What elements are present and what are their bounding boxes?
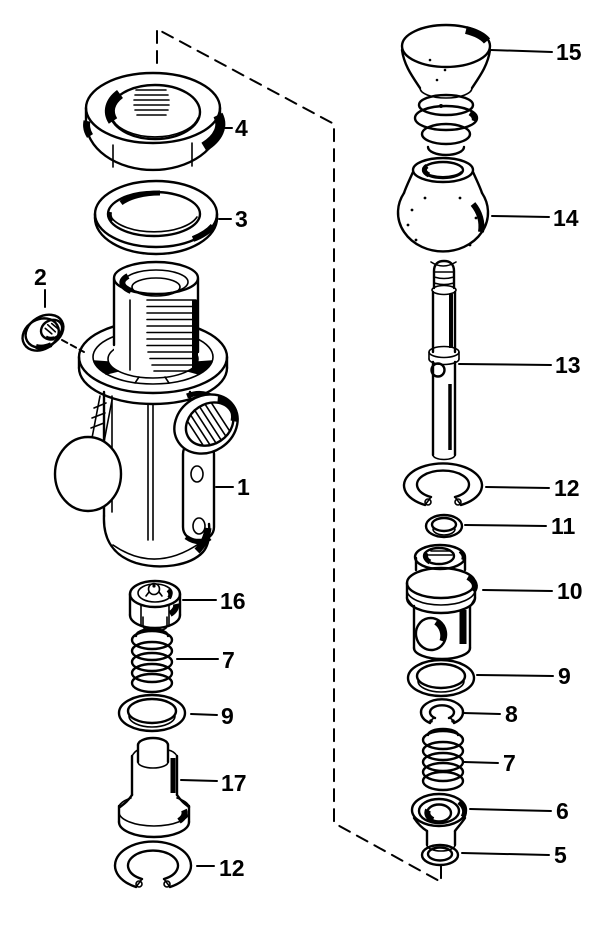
part-valve-body — [53, 260, 239, 568]
callout-label-6: 6 — [556, 798, 569, 824]
callout-label-8: 8 — [505, 701, 518, 727]
part-o-ring-left — [117, 693, 187, 733]
part-boot — [396, 156, 490, 267]
callout-label-12-right: 12 — [554, 475, 580, 501]
part-snap-ring-right — [402, 462, 484, 507]
part-valve-spool — [405, 543, 478, 661]
callout-label-12-left: 12 — [219, 855, 245, 881]
leader-17 — [180, 779, 218, 782]
part-washer-small — [420, 843, 460, 867]
part-cup-seal — [410, 792, 468, 852]
callout-label-17: 17 — [221, 770, 247, 796]
part-knob — [400, 23, 492, 157]
callout-label-5: 5 — [554, 842, 567, 868]
callout-label-9-right: 9 — [558, 663, 571, 689]
part-snap-ring-left — [113, 840, 193, 889]
part-spring-right — [421, 727, 465, 792]
callout-label-14: 14 — [553, 205, 579, 231]
callout-label-13: 13 — [555, 352, 581, 378]
callout-label-9-left: 9 — [221, 703, 234, 729]
callout-label-2: 2 — [34, 264, 47, 290]
leader-14 — [491, 215, 550, 218]
part-o-ring-small — [424, 513, 464, 539]
callout-label-1: 1 — [237, 474, 250, 500]
callout-leader-lines — [176, 49, 554, 867]
callout-label-10: 10 — [557, 578, 583, 604]
leader-10 — [482, 589, 553, 592]
leader-13 — [458, 363, 552, 366]
part-grommet-seal — [21, 313, 65, 352]
leader-15 — [490, 49, 553, 53]
part-stem-rod — [428, 259, 460, 461]
leader-5 — [461, 852, 550, 856]
leader-11 — [464, 524, 547, 527]
part-plunger — [117, 736, 191, 839]
part-retaining-clip — [419, 698, 465, 725]
leader-9-left — [190, 713, 218, 716]
callout-label-16: 16 — [220, 588, 246, 614]
leader-6 — [469, 808, 552, 812]
part-o-ring-right — [406, 658, 476, 698]
leader-9-right — [476, 674, 554, 677]
part-hex-cap-nut — [128, 579, 182, 632]
callout-label-3: 3 — [235, 206, 248, 232]
part-spring-left — [130, 627, 174, 694]
part-washer — [93, 179, 219, 256]
assembly-boundary-dashed-line — [156, 28, 442, 883]
leader-7-right — [463, 761, 499, 764]
part-hex-locknut — [83, 71, 226, 172]
callout-label-15: 15 — [556, 39, 582, 65]
leader-8 — [462, 712, 501, 715]
callout-label-11: 11 — [551, 513, 576, 539]
callout-label-4: 4 — [235, 115, 248, 141]
callout-label-7-left: 7 — [222, 647, 235, 673]
callout-label-7-right: 7 — [503, 750, 516, 776]
leader-12-right — [485, 486, 550, 489]
